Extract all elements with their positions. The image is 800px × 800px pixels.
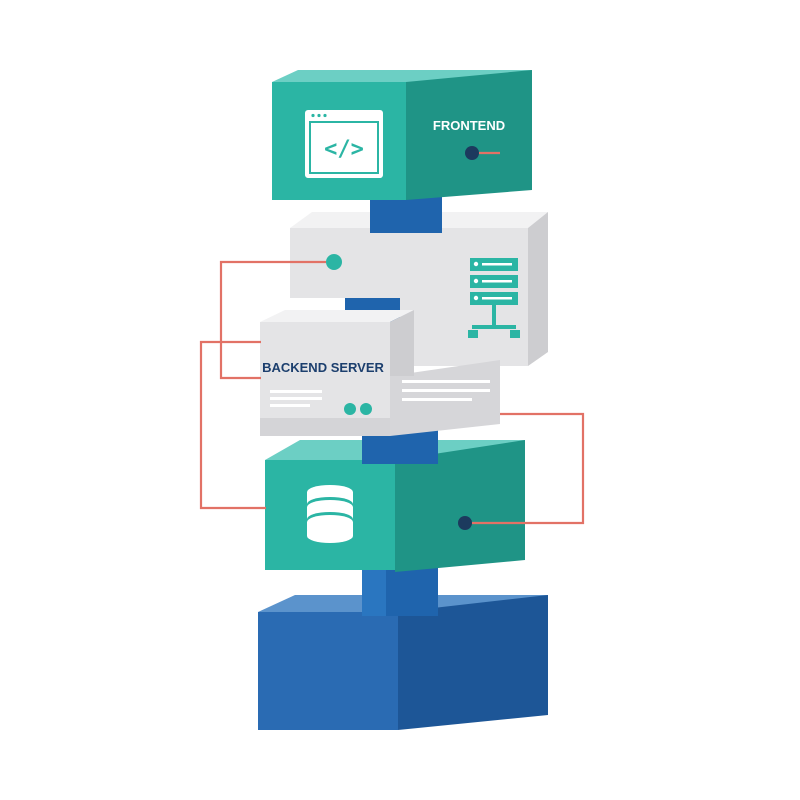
link-server-to-backend [219,260,326,380]
server-rack-block [290,212,548,366]
connector-frontend-server [370,195,442,233]
svg-text:</>: </> [324,137,364,162]
link-backend-to-database [199,340,266,510]
server-port-dot [326,254,342,270]
backend-text-lines [270,380,490,407]
code-window-icon: </> [305,110,383,178]
frontend-label: FRONTEND [433,118,505,133]
base-block [258,595,548,730]
database-icon [307,485,353,543]
status-dots-icon [344,403,372,415]
frontend-block: </> FRONTEND [272,70,532,200]
connection-lines [199,260,585,525]
backend-server-label: BACKEND SERVER [262,360,384,375]
server-rack-icon [468,258,520,338]
frontend-port-dot [465,146,479,160]
database-port-dot [458,516,472,530]
link-backend-to-database-port [472,412,585,525]
backend-server-block: BACKEND SERVER [260,310,500,436]
